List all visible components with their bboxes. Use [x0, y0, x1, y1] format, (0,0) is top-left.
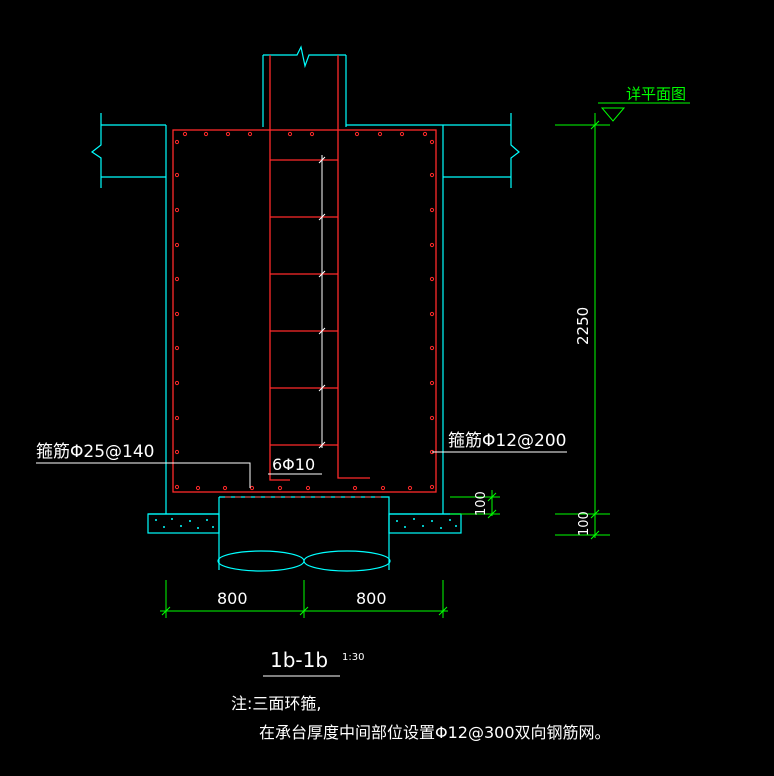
column-ties	[270, 159, 338, 446]
dim-cap-right-label: 100	[474, 491, 489, 516]
right-beam	[346, 113, 520, 188]
dim-height-label: 2250	[574, 307, 592, 345]
stirrup-left-label: 箍筋Φ25@140	[36, 442, 154, 462]
dim-cap-left-label: 100	[577, 511, 592, 536]
concrete-outline	[90, 45, 520, 572]
column-bar-right	[337, 55, 370, 479]
left-beam	[90, 113, 166, 188]
column-bar-left	[269, 55, 290, 481]
right-cushion	[388, 513, 462, 534]
longitudinal-bar-dots	[174, 131, 435, 491]
main-bars-label: 6Φ10	[272, 455, 315, 474]
section-scale: 1:30	[342, 652, 364, 663]
section-title: 1b-1b	[270, 648, 328, 672]
left-cushion	[147, 513, 220, 534]
column-break-line	[263, 45, 346, 69]
stirrup-cage-outer	[172, 129, 437, 493]
note-line-2: 在承台厚度中间部位设置Φ12@300双向钢筋网。	[259, 723, 611, 742]
cushion-hatch	[155, 518, 457, 529]
level-marker	[598, 102, 626, 122]
pile-cap	[218, 496, 390, 570]
dim-width-right-label: 800	[356, 589, 387, 608]
leader-left-stirrup	[36, 462, 251, 488]
tie-dimension	[318, 155, 326, 449]
note-line-1: 注:三面环箍,	[231, 694, 321, 713]
rebar	[172, 55, 437, 493]
pile-left	[217, 550, 305, 572]
dim-width-left-label: 800	[217, 589, 248, 608]
green-dimensions	[160, 102, 690, 618]
pile-right	[303, 550, 391, 572]
plan-ref-label: 详平面图	[626, 85, 686, 103]
stirrup-right-label: 箍筋Φ12@200	[448, 431, 566, 451]
